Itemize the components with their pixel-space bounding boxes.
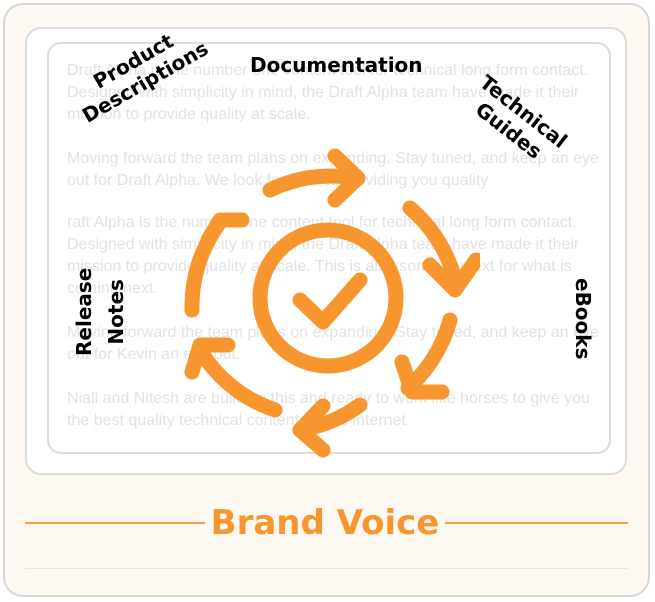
title-divider-left <box>25 522 205 524</box>
label-ebooks: eBooks <box>571 278 595 360</box>
label-release-notes: Release Notes <box>72 267 128 356</box>
background-paragraph: Draft Alpha is the number one content to… <box>67 62 589 123</box>
title-divider-right <box>445 522 628 524</box>
diagram-title: Brand Voice <box>210 503 440 543</box>
footer-strip <box>25 568 628 579</box>
label-documentation: Documentation <box>250 53 423 77</box>
cycle-arrows-icon <box>184 148 480 458</box>
